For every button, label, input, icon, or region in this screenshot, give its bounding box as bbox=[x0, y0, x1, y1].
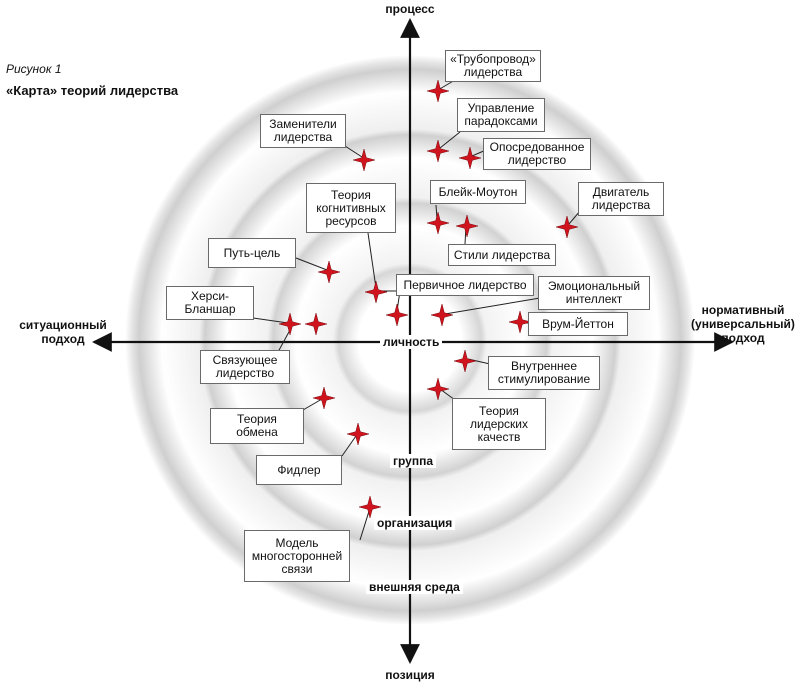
theory-blake-mouton: Блейк-Моутон bbox=[430, 180, 526, 204]
star-marker-pipeline bbox=[426, 79, 450, 103]
connector-multiple bbox=[359, 507, 371, 541]
connector-cognitive bbox=[367, 232, 377, 289]
axis-label-top: процесс bbox=[385, 2, 435, 16]
star-marker-hersey-1 bbox=[278, 312, 302, 336]
star-marker-primary bbox=[385, 303, 409, 327]
ring-label-center: личность bbox=[380, 335, 443, 349]
star-marker-multiple bbox=[358, 495, 382, 519]
star-marker-vroom bbox=[508, 310, 532, 334]
connector-substitutes bbox=[344, 145, 363, 158]
axis-label-right: нормативный (универсальный) подход bbox=[691, 303, 795, 345]
connector-emotional bbox=[444, 297, 541, 315]
theory-engine: Двигатель лидерства bbox=[578, 182, 664, 216]
theory-multiple-linkage: Модель многосторонней связи bbox=[244, 530, 350, 582]
star-marker-cognitive bbox=[364, 280, 388, 304]
theory-cognitive: Теория когнитивных ресурсов bbox=[306, 183, 396, 233]
star-marker-path-goal bbox=[317, 260, 341, 284]
theory-traits: Теория лидерских качеств bbox=[452, 398, 546, 450]
connector-paradox bbox=[439, 131, 461, 149]
theory-primary: Первичное лидерство bbox=[396, 274, 534, 296]
theory-exchange: Теория обмена bbox=[210, 408, 304, 444]
star-marker-hersey-2 bbox=[304, 312, 328, 336]
theory-mediated: Опосредованное лидерство bbox=[483, 138, 591, 170]
axis-label-left: ситуационный подход bbox=[19, 318, 107, 346]
star-marker-mediated bbox=[458, 146, 482, 170]
theory-vroom-yetton: Врум-Йеттон bbox=[528, 312, 628, 336]
theory-markers bbox=[278, 79, 579, 519]
theory-paradox: Управление парадоксами bbox=[457, 98, 545, 132]
connector-path-goal bbox=[295, 257, 328, 271]
theory-substitutes: Заменители лидерства bbox=[260, 114, 346, 148]
star-marker-internal bbox=[453, 349, 477, 373]
ring-label-group: группа bbox=[390, 454, 437, 468]
connector-hersey bbox=[252, 317, 289, 324]
theory-path-goal: Путь-цель bbox=[208, 238, 296, 268]
theory-internal: Внутреннее стимулирование bbox=[488, 356, 600, 390]
axis-label-bottom: позиция bbox=[385, 668, 435, 682]
star-marker-exchange bbox=[312, 386, 336, 410]
star-marker-styles bbox=[455, 214, 479, 238]
ring-label-organization: организация bbox=[374, 516, 456, 530]
star-marker-blake bbox=[426, 211, 450, 235]
star-marker-traits bbox=[426, 377, 450, 401]
theory-hersey-blanchard: Херси- Бланшар bbox=[166, 286, 254, 320]
connector-fiedler bbox=[341, 435, 357, 457]
star-marker-substitutes bbox=[352, 148, 376, 172]
theory-styles: Стили лидерства bbox=[448, 244, 556, 266]
theory-fiedler: Фидлер bbox=[256, 455, 342, 485]
star-marker-fiedler bbox=[346, 422, 370, 446]
theory-pipeline: «Трубопровод» лидерства bbox=[445, 50, 541, 82]
star-marker-emotional bbox=[430, 303, 454, 327]
figure-title: «Карта» теорий лидерства bbox=[6, 83, 179, 98]
connector-exchange bbox=[302, 398, 323, 411]
figure-number: Рисунок 1 bbox=[6, 62, 62, 76]
star-marker-paradox bbox=[426, 139, 450, 163]
star-marker-engine bbox=[555, 215, 579, 239]
connector-linking bbox=[277, 329, 291, 353]
theory-emotional: Эмоциональный интеллект bbox=[538, 276, 650, 310]
ring-label-environment: внешняя среда bbox=[366, 580, 463, 594]
theory-linking: Связующее лидерство bbox=[200, 350, 290, 384]
